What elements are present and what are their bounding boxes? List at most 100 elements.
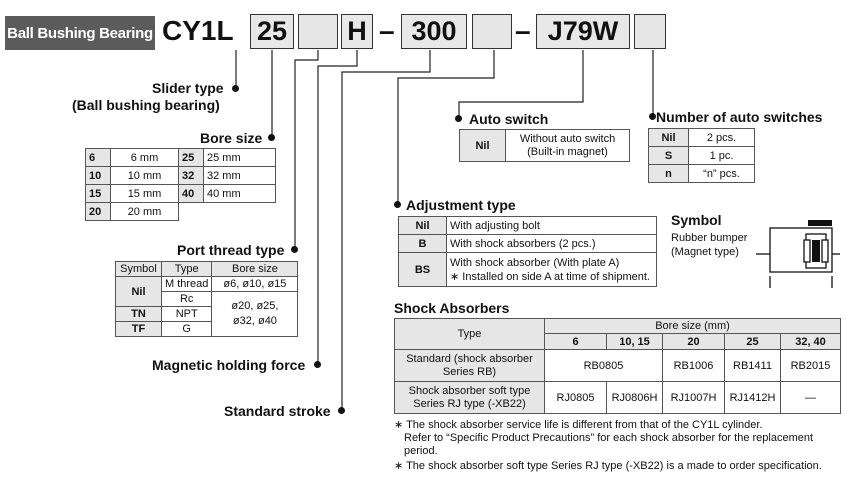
note-1: ∗ The shock absorber service life is dif…	[394, 419, 763, 431]
auto-switch-title: Auto switch	[469, 111, 549, 127]
slider-type-title: Slider type	[152, 80, 224, 96]
port-header: Symbol	[115, 261, 162, 277]
banner-ball-bushing: Ball Bushing Bearing	[5, 16, 155, 50]
shock-std-label-1: Standard (shock absorber	[406, 352, 533, 365]
port-size-large: ø20, ø25, ø32, ø40	[211, 291, 299, 337]
auto-switch-desc-2: (Built-in magnet)	[527, 145, 608, 158]
dash-1: –	[379, 15, 395, 46]
adjustment-title: Adjustment type	[406, 197, 516, 213]
shock-std-cell: RB2015	[780, 349, 841, 382]
note-2: ∗ The shock absorber soft type Series RJ…	[394, 460, 822, 472]
cylinder-symbol-icon	[756, 220, 840, 288]
note-1c: period.	[404, 445, 438, 457]
port-size-a: ø20, ø25,	[231, 300, 279, 312]
bore-sym: 20	[85, 202, 111, 221]
bore-size-dot	[268, 134, 275, 141]
shock-bore-col: 32, 40	[780, 333, 841, 350]
bore-sym: 40	[178, 184, 204, 203]
shock-soft-cell: RJ1412H	[724, 381, 781, 414]
bore-sym: 10	[85, 166, 111, 185]
shock-soft-label-2: Series RJ type (-XB22)	[413, 397, 526, 410]
port-header: Type	[160, 261, 213, 277]
bore-val: 10 mm	[110, 166, 179, 185]
shock-soft-label-1: Shock absorber soft type	[408, 384, 531, 397]
bore-empty	[204, 203, 276, 221]
shock-std-cell: RB0805	[544, 349, 663, 382]
adjust-desc-nil: With adjusting bolt	[446, 216, 657, 235]
stroke-code-box: 300	[401, 14, 467, 49]
switch-count-box	[634, 14, 666, 49]
shock-soft-label: Shock absorber soft type Series RJ type …	[394, 381, 545, 414]
shock-soft-cell: RJ0806H	[606, 381, 663, 414]
shock-bore-col: 6	[544, 333, 607, 350]
port-type-rc: Rc	[160, 291, 213, 307]
switch-code-box: J79W	[536, 14, 630, 49]
port-thread-table: Symbol Type Bore size Nil M thread ø6, ø…	[115, 261, 299, 337]
bore-sym: 6	[85, 148, 111, 167]
port-type-g: G	[160, 321, 213, 337]
adjustment-dot	[394, 201, 401, 208]
bore-sym: 15	[85, 184, 111, 203]
port-thread-dot	[291, 246, 298, 253]
num-val: “n” pcs.	[688, 164, 755, 183]
magnetic-force-dot	[314, 361, 321, 368]
auto-switch-sym: Nil	[459, 129, 506, 162]
num-sym: Nil	[648, 128, 689, 147]
bore-val: 40 mm	[203, 184, 276, 203]
shock-absorbers-table: Type Bore size (mm) 6 10, 15 20 25 32, 4…	[394, 318, 841, 414]
symbol-title: Symbol	[671, 212, 722, 228]
port-size-b: ø32, ø40	[232, 315, 277, 327]
adjust-desc-bs: With shock absorber (With plate A) ∗ Ins…	[446, 252, 657, 287]
shock-std-label-2: Series RB)	[442, 365, 497, 378]
shock-std-label: Standard (shock absorber Series RB)	[394, 349, 545, 382]
symbol-line-2: (Magnet type)	[671, 246, 739, 258]
bore-empty	[179, 203, 204, 221]
magnetic-force-title: Magnetic holding force	[152, 357, 306, 373]
shock-type-header: Type	[394, 318, 545, 350]
bore-val: 6 mm	[110, 148, 179, 167]
shock-soft-cell: RJ1007H	[662, 381, 725, 414]
auto-switch-dot	[455, 115, 462, 122]
bore-sym: 25	[178, 148, 204, 167]
auto-switch-desc: Without auto switch (Built-in magnet)	[505, 129, 630, 162]
adjust-desc-bs-2: ∗ Installed on side A at time of shipmen…	[450, 270, 650, 283]
magnet-code-box: H	[341, 14, 373, 49]
bore-code-box: 25	[250, 14, 294, 49]
port-thread-title: Port thread type	[177, 242, 285, 258]
port-sym-tf: TF	[115, 321, 162, 337]
adjust-code-box	[472, 14, 512, 49]
model-prefix: CY1L	[162, 15, 234, 46]
num-val: 2 pcs.	[688, 128, 755, 147]
adjust-desc-bs-1: With shock absorber (With plate A)	[450, 256, 620, 269]
num-switches-table: Nil 2 pcs. S 1 pc. n “n” pcs.	[648, 128, 755, 183]
adjust-desc-b: With shock absorbers (2 pcs.)	[446, 234, 657, 253]
port-size-m: ø6, ø10, ø15	[211, 276, 299, 292]
symbol-line-1: Rubber bumper	[671, 232, 748, 244]
num-switches-title: Number of auto switches	[656, 109, 823, 125]
standard-stroke-title: Standard stroke	[224, 403, 331, 419]
bore-val: 25 mm	[203, 148, 276, 167]
port-type-npt: NPT	[160, 306, 213, 322]
adjust-sym-bs: BS	[398, 252, 447, 287]
shock-bore-col: 25	[724, 333, 781, 350]
bore-size-title: Bore size	[200, 130, 263, 146]
bore-val: 20 mm	[110, 202, 179, 221]
auto-switch-table: Nil Without auto switch (Built-in magnet…	[459, 129, 630, 162]
shock-std-cell: RB1411	[724, 349, 781, 382]
shock-bore-header: Bore size (mm)	[544, 318, 841, 334]
note-1b: Refer to “Specific Product Precautions” …	[404, 432, 814, 444]
num-sym: S	[648, 146, 689, 165]
adjust-sym-nil: Nil	[398, 216, 447, 235]
slider-type-dot	[232, 85, 239, 92]
num-val: 1 pc.	[688, 146, 755, 165]
slider-type-subtitle: (Ball bushing bearing)	[72, 97, 220, 113]
standard-stroke-dot	[338, 407, 345, 414]
num-sym: n	[648, 164, 689, 183]
shock-soft-cell: RJ0805	[544, 381, 607, 414]
shock-std-cell: RB1006	[662, 349, 725, 382]
adjustment-table: Nil With adjusting bolt B With shock abs…	[398, 216, 657, 287]
bore-val: 15 mm	[110, 184, 179, 203]
shock-bore-col: 10, 15	[606, 333, 663, 350]
adjust-sym-b: B	[398, 234, 447, 253]
